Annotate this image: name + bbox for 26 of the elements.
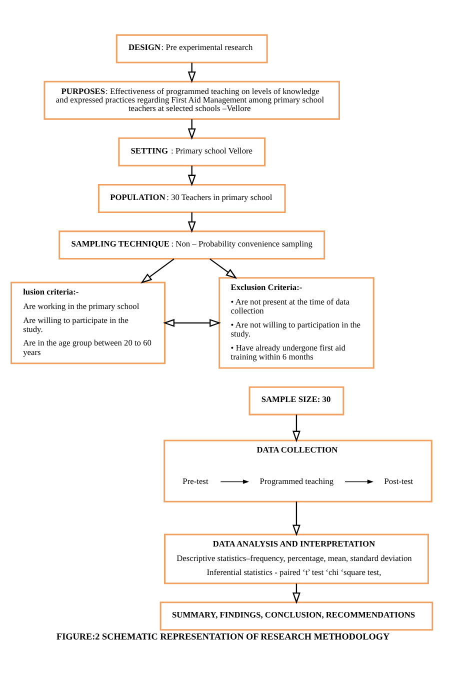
arrow: [163, 318, 222, 327]
node-box: SAMPLING TECHNIQUE: Non – Probability convenience sampling: [58, 230, 326, 260]
arrow: [220, 480, 250, 484]
arrow: [188, 119, 196, 140]
arrow: [292, 414, 300, 442]
node-box: PURPOSES: Effectiveness of programmed teaching on levels of knowledge and expressed practices regarding First Aid Management among primary school teachers at selected schools –Vellore: [44, 80, 340, 120]
arrow: [344, 480, 374, 484]
arrow: [188, 166, 196, 186]
node-box: lusion criteria:- Are working in the primary school Are willing to participate in the study. Are in the age group between 20 to 60 years: [10, 282, 166, 364]
node-box: DATA ANALYSIS AND INTERPRETATION Descriptive statistics–frequency, percentage, mean, standard deviation Inferential statistics - paired ‘t’ test ‘chi ‘square test,: [164, 534, 429, 584]
caption: FIGURE:2 SCHEMATIC REPRESENTATION OF RESEARCH METHODOLOGY: [56, 632, 390, 642]
node-box: DESIGN: Pre experimental research: [116, 34, 268, 64]
arrow: [188, 212, 196, 233]
arrow: [210, 258, 238, 279]
node-box: SUMMARY, FINDINGS, CONCLUSION, RECOMMENDATIONS: [160, 602, 434, 631]
node-box: SAMPLE SIZE: 30: [248, 386, 344, 416]
node-box: SETTING : Primary school Vellore: [118, 137, 266, 166]
node-box: Exclusion Criteria:- • Are not present at the time of data collection • Are not willing to participation in the study. • Have already undergone first aid training within 6 months: [218, 277, 374, 369]
node-text: Post-test: [384, 476, 414, 486]
node-text: Programmed teaching: [260, 476, 334, 486]
node-box: POPULATION: 30 Teachers in primary school: [98, 184, 286, 213]
arrow: [292, 584, 300, 604]
arrow: [140, 258, 174, 284]
node-text: Pre-test: [182, 476, 208, 486]
arrow: [292, 502, 300, 536]
arrow: [188, 62, 196, 83]
